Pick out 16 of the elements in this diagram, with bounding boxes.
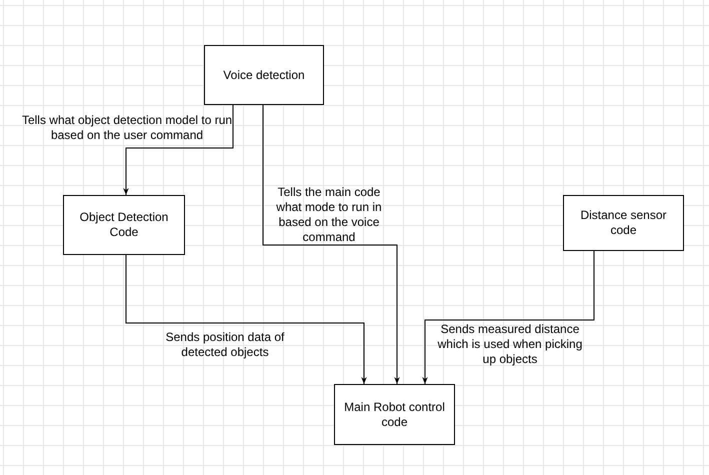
arrow <box>123 104 234 196</box>
arrow <box>262 104 400 384</box>
arrow <box>422 250 594 384</box>
process-box <box>334 384 455 445</box>
edge-label: Tells what object detection model to run based on the user command <box>20 113 234 143</box>
edge-label: Sends measured distance which is used when picking up objects <box>436 322 584 367</box>
process-box <box>63 195 185 255</box>
edge-label: Tells the main code what mode to run in based on the voice command <box>275 185 383 245</box>
box-label: Voice detection <box>222 68 306 82</box>
box-label: Distance sensor code <box>579 208 668 238</box>
arrow <box>126 254 367 384</box>
box-label: Object Detection Code <box>78 210 170 240</box>
process-box <box>204 45 324 105</box>
box-label: Main Robot control code <box>343 400 446 430</box>
process-box <box>563 195 684 251</box>
edge-label: Sends position data of detected objects <box>164 330 286 360</box>
